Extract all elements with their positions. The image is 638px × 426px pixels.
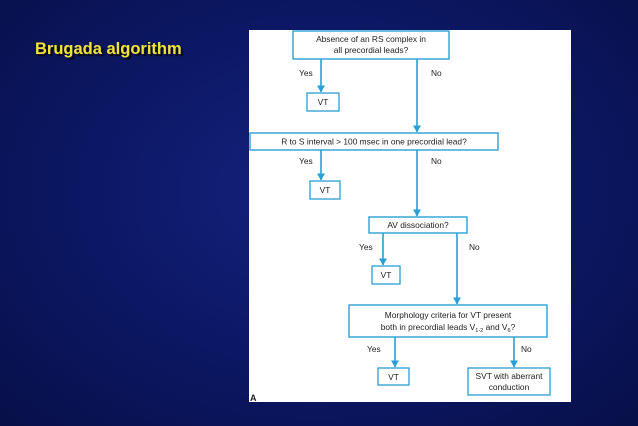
svt-box [467,367,551,396]
flowchart-panel: Absence of an RS complex in all precordi… [249,30,571,403]
vt-label-2: VT [320,185,331,195]
vt-label-4: VT [388,372,399,382]
panel-letter: A [250,393,257,403]
q2-yes-label: Yes [299,156,313,166]
q1-box [292,30,450,60]
vt-box-3 [371,265,401,285]
svt-text-line1: SVT with aberrant [476,371,544,381]
q1-yes-label: Yes [299,68,313,78]
q1-text-line2: all precordial leads? [334,45,409,55]
q3-no-label: No [469,242,480,252]
q3-box [368,216,468,234]
q4-box [348,304,548,338]
q2-no-label: No [431,156,442,166]
q2-text: R to S interval > 100 msec in one precor… [281,137,467,147]
q4-no-label: No [521,344,532,354]
vt-box-4 [377,367,410,386]
vt-label-3: VT [381,270,392,280]
flowchart-diagram: Absence of an RS complex in all precordi… [249,30,551,396]
q4-text-line2: both in precordial leads V1-2 and V6? [381,322,516,334]
q1-text-line1: Absence of an RS complex in [316,34,426,44]
q1-no-label: No [431,68,442,78]
vt-box-1 [306,92,340,112]
q2-box [249,132,499,151]
q4-yes-label: Yes [367,344,381,354]
vt-box-2 [309,180,341,200]
q3-text: AV dissociation? [387,220,449,230]
q3-yes-label: Yes [359,242,373,252]
slide-title: Brugada algorithm [35,40,182,58]
q4-text-line1: Morphology criteria for VT present [385,310,512,320]
vt-label-1: VT [318,97,329,107]
svt-text-line2: conduction [489,382,530,392]
